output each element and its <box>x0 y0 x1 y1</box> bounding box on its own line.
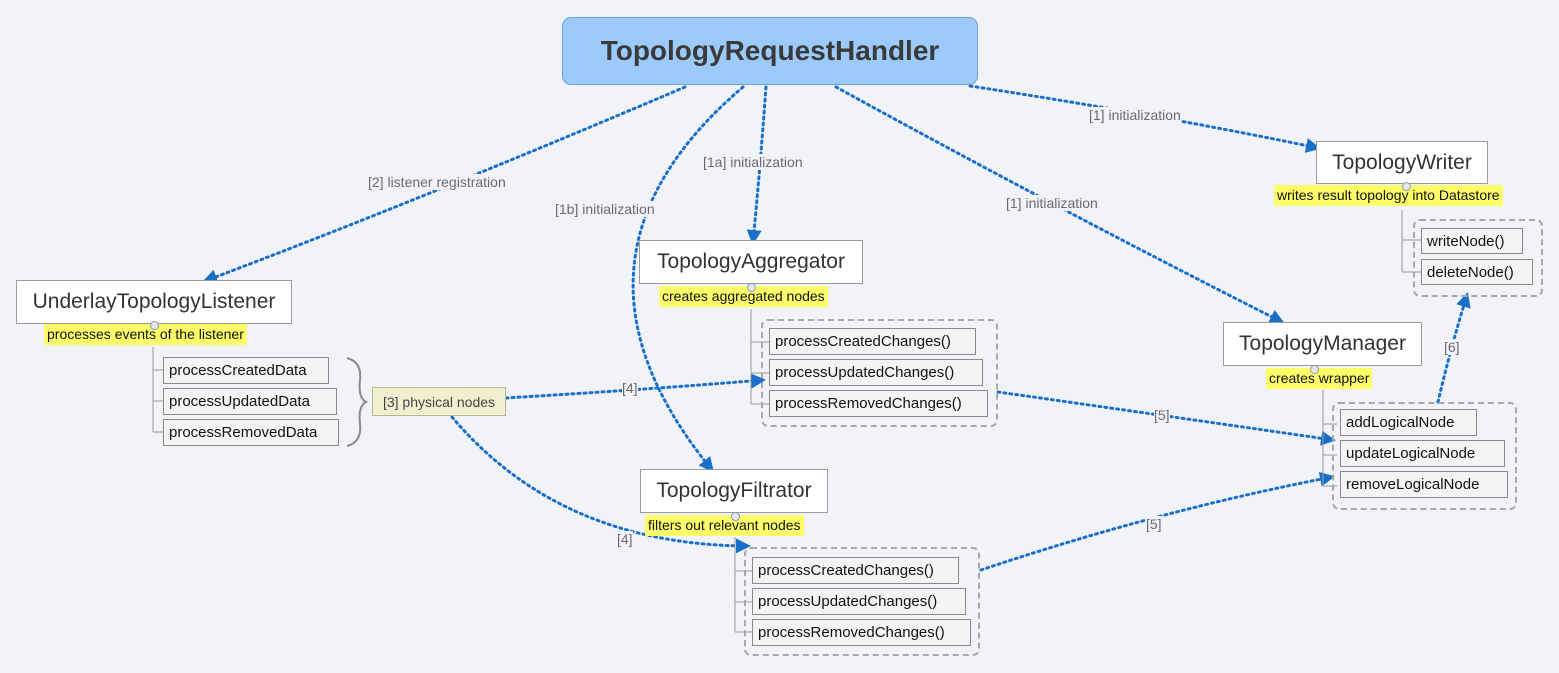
note-indicator-icon <box>1310 365 1319 374</box>
topology-filtrator-methods-group <box>744 547 980 656</box>
update-logical-node-method[interactable]: updateLogicalNode <box>1340 440 1505 467</box>
edge-label-to-filtrator: [1b] initialization <box>555 201 655 217</box>
topology-writer-node[interactable]: TopologyWriter <box>1316 141 1488 184</box>
edge-to-writer <box>968 84 1321 153</box>
edge-to-listener <box>202 85 687 284</box>
note-indicator-icon <box>731 512 740 521</box>
edge-label-filtrator-to-manager: [5] <box>1146 516 1162 532</box>
filtrator-process-created-changes[interactable]: processCreatedChanges() <box>752 557 959 584</box>
underlay-topology-listener-node[interactable]: UnderlayTopologyListener <box>16 280 292 324</box>
edge-label-to-writer: [1] initialization <box>1089 107 1181 123</box>
note-indicator-icon <box>1402 182 1411 191</box>
physical-nodes-label[interactable]: [3] physical nodes <box>372 387 506 416</box>
filtrator-process-updated-changes[interactable]: processUpdatedChanges() <box>752 588 966 615</box>
filtrator-process-removed-changes[interactable]: processRemovedChanges() <box>752 619 971 646</box>
note-indicator-icon <box>747 283 756 292</box>
aggregator-process-removed-changes[interactable]: processRemovedChanges() <box>769 390 988 417</box>
brace <box>346 357 369 447</box>
edge-label-aggregator-to-manager: [5] <box>1154 407 1170 423</box>
topology-manager-methods-group <box>1332 402 1517 510</box>
topology-manager-node[interactable]: TopologyManager <box>1223 322 1422 366</box>
edge-phys-to-filtrator <box>450 415 751 554</box>
note-indicator-icon <box>150 321 159 330</box>
topology-filtrator-node[interactable]: TopologyFiltrator <box>640 469 828 513</box>
topology-filtrator-note: filters out relevant nodes <box>645 512 804 536</box>
topology-request-handler-node[interactable]: TopologyRequestHandler <box>562 17 978 85</box>
remove-logical-node-method[interactable]: removeLogicalNode <box>1340 471 1508 498</box>
topology-aggregator-node[interactable]: TopologyAggregator <box>639 240 863 284</box>
topology-aggregator-methods-group <box>761 319 998 427</box>
underlay-topology-listener-note: processes events of the listener <box>44 321 247 345</box>
process-removed-data-method[interactable]: processRemovedData <box>163 419 339 446</box>
topology-writer-note: writes result topology into Datastore <box>1274 182 1503 206</box>
delete-node-method[interactable]: deleteNode() <box>1421 259 1533 285</box>
process-created-data-method[interactable]: processCreatedData <box>163 357 329 384</box>
edge-aggregator-to-manager <box>996 390 1336 446</box>
process-updated-data-method[interactable]: processUpdatedData <box>163 388 337 415</box>
edge-label-phys-to-filtrator: [4] <box>617 531 633 547</box>
edge-label-to-aggregator: [1a] initialization <box>703 154 803 170</box>
write-node-method[interactable]: writeNode() <box>1421 228 1523 254</box>
edge-label-manager-to-writer: [6] <box>1444 339 1460 355</box>
aggregator-process-updated-changes[interactable]: processUpdatedChanges() <box>769 359 983 386</box>
add-logical-node-method[interactable]: addLogicalNode <box>1340 409 1477 436</box>
topology-aggregator-note: creates aggregated nodes <box>659 283 828 307</box>
edge-label-to-listener: [2] listener registration <box>368 174 506 190</box>
topology-writer-methods-group <box>1413 219 1543 297</box>
edge-label-to-manager: [1] initialization <box>1006 195 1098 211</box>
aggregator-process-created-changes[interactable]: processCreatedChanges() <box>769 328 976 355</box>
edge-to-filtrator <box>631 85 745 473</box>
edge-label-phys-to-aggregator: [4] <box>622 380 638 396</box>
topology-manager-note: creates wrapper <box>1266 365 1373 389</box>
